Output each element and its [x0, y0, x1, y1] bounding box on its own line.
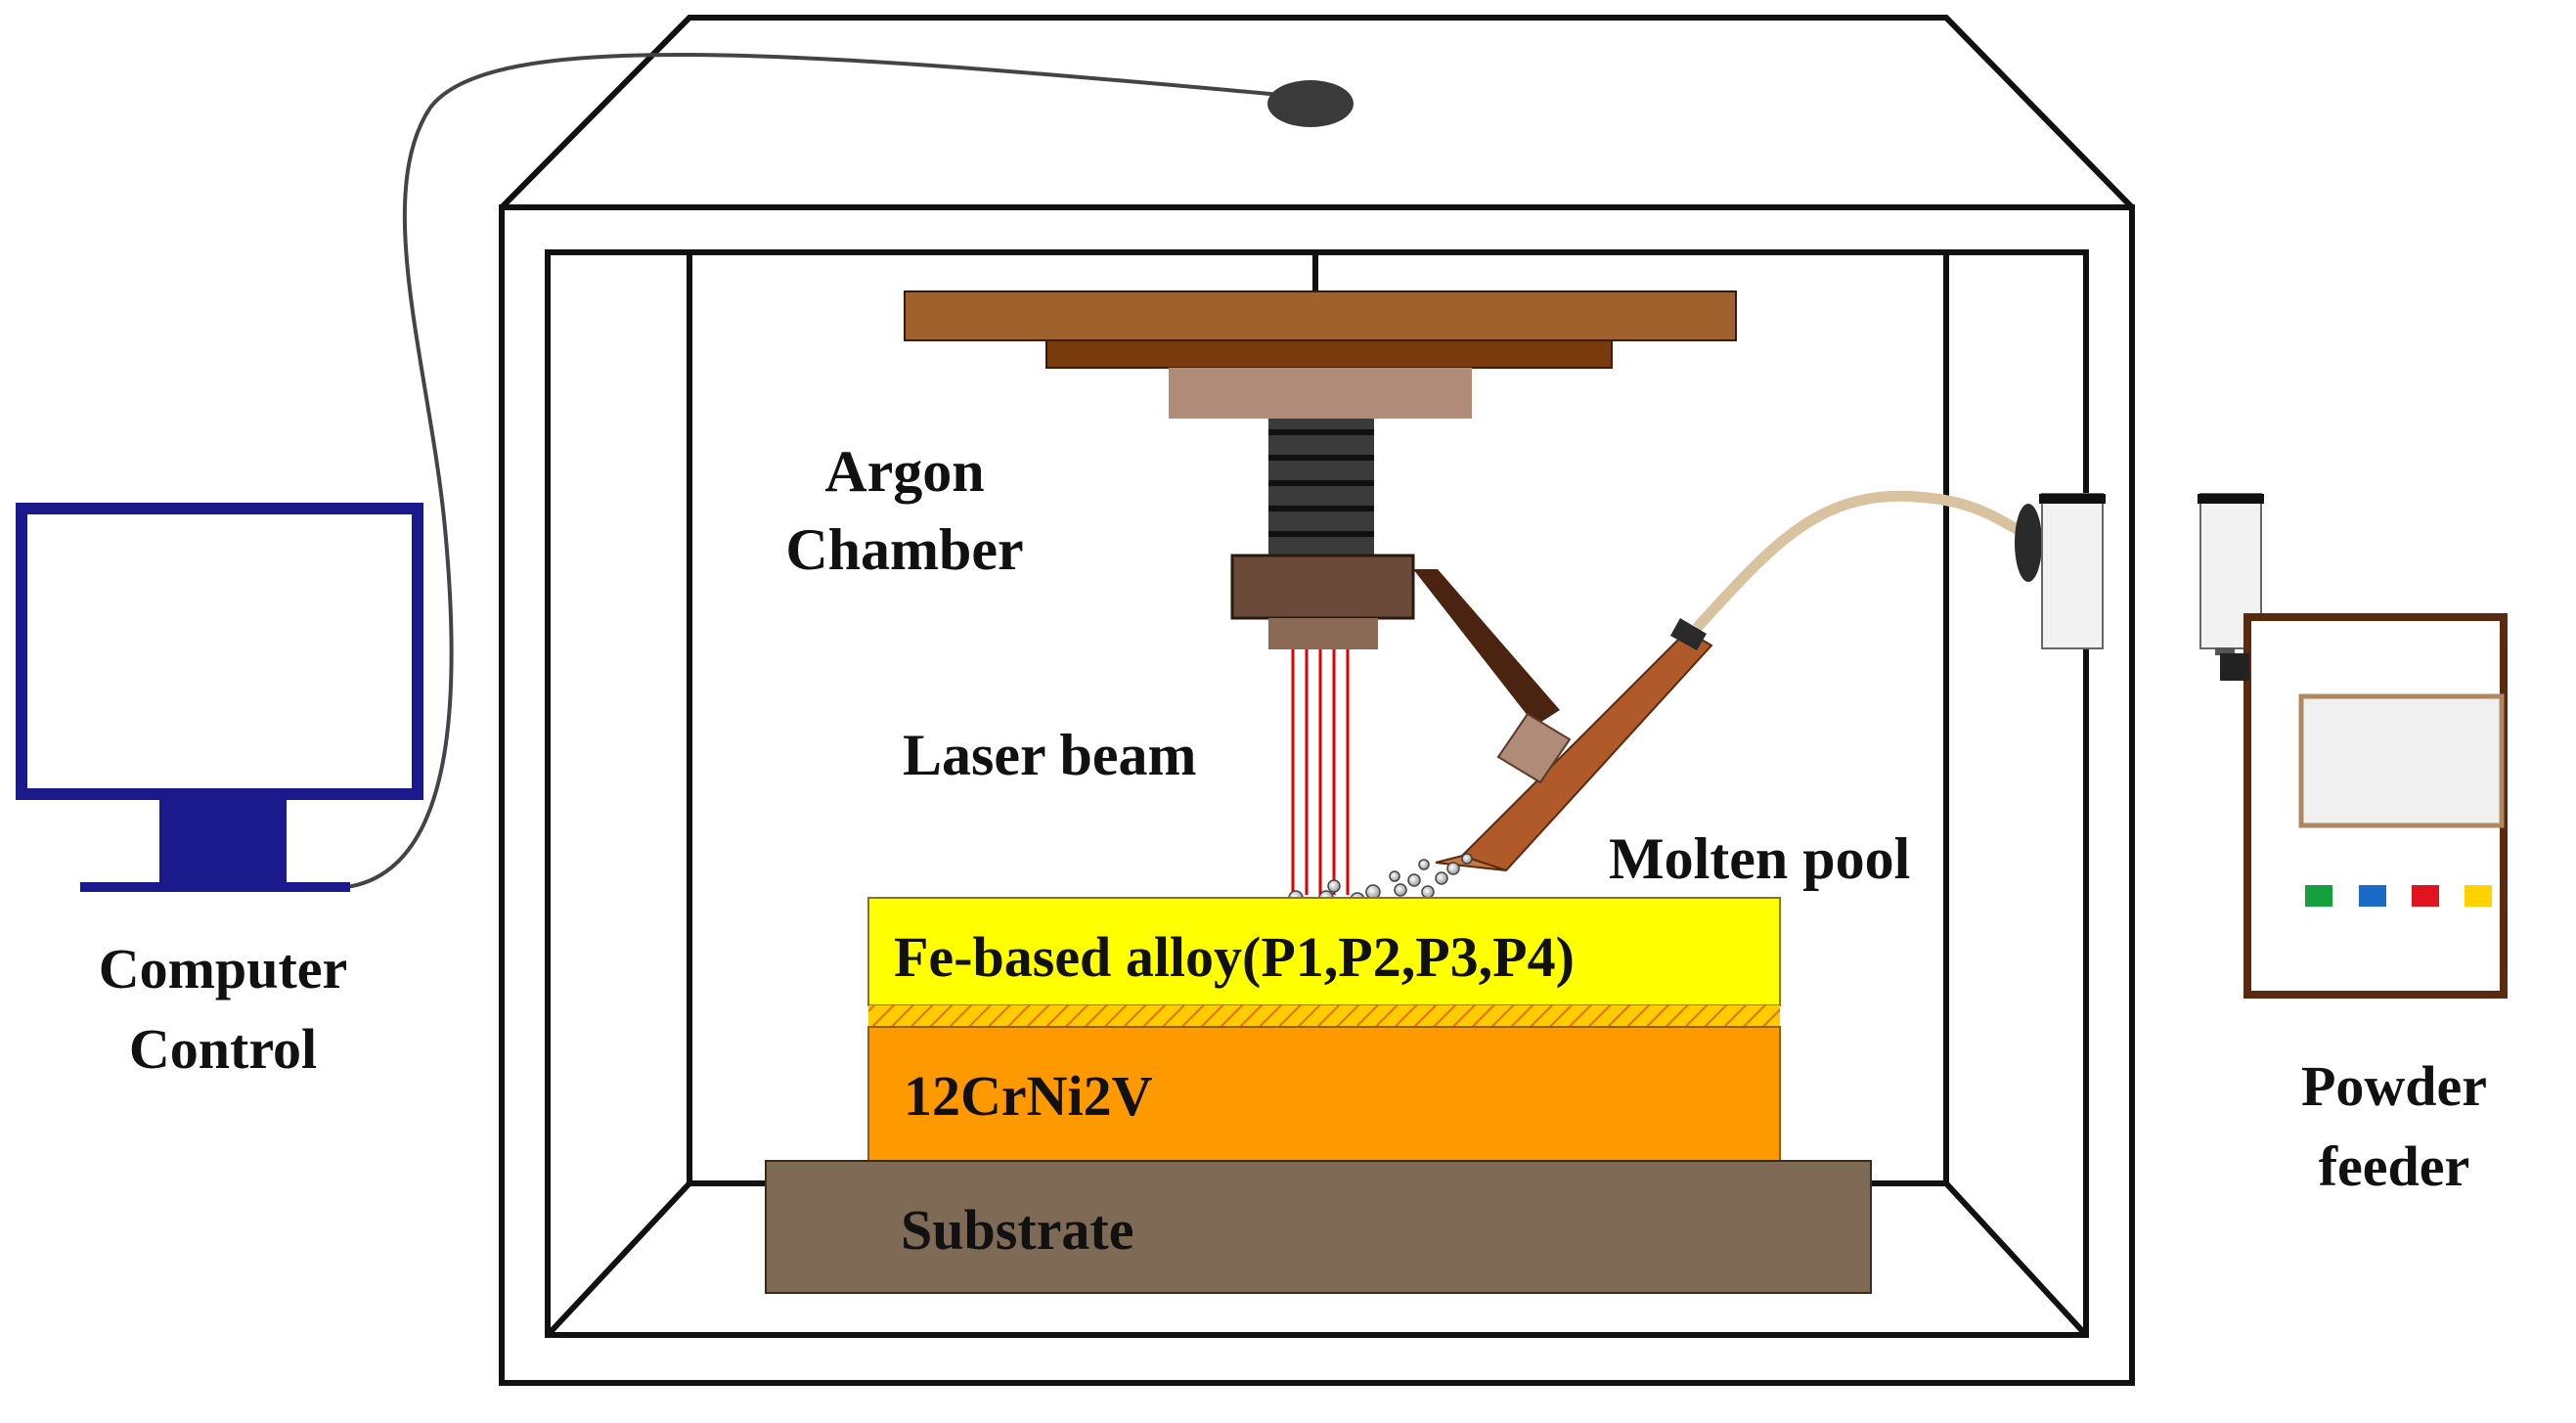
computer-label-line1: Computer	[99, 937, 348, 1001]
feeder-button-yellow	[2465, 885, 2492, 907]
alloy-layer	[867, 897, 1781, 1006]
feeder-button-red	[2412, 885, 2439, 907]
steel-layer	[867, 1026, 1781, 1162]
steel-layer-label: 12CrNi2V	[904, 1064, 1153, 1128]
powder-nozzle-icon	[1435, 618, 1713, 872]
substrate-block	[765, 1160, 1872, 1294]
chamber-label-line1: Argon	[824, 439, 984, 504]
feeder-button-blue	[2359, 885, 2386, 907]
feeder-button-green	[2305, 885, 2332, 907]
control-cable	[336, 52, 1292, 890]
feeder-label-line2: feeder	[2319, 1134, 2470, 1198]
laser-beam-label: Laser beam	[903, 723, 1197, 787]
powder-feeder-icon	[2039, 493, 2508, 999]
hose-port-icon	[2015, 504, 2042, 582]
molten-pool-label: Molten pool	[1609, 826, 1910, 891]
powder-hose	[1692, 490, 2027, 632]
substrate-label: Substrate	[901, 1198, 1133, 1262]
chamber-label-line2: Chamber	[785, 517, 1023, 582]
alloy-layer-label: Fe-based alloy(P1,P2,P3,P4)	[894, 925, 1575, 989]
interface-hatch	[868, 1005, 1780, 1027]
laser-head-icon	[904, 252, 1737, 726]
laser-beam	[1291, 649, 1350, 895]
feeder-label-line1: Powder	[2301, 1054, 2487, 1118]
computer-label-line2: Control	[129, 1017, 317, 1081]
monitor-icon	[16, 503, 423, 892]
cable-sensor-icon	[1267, 80, 1354, 127]
